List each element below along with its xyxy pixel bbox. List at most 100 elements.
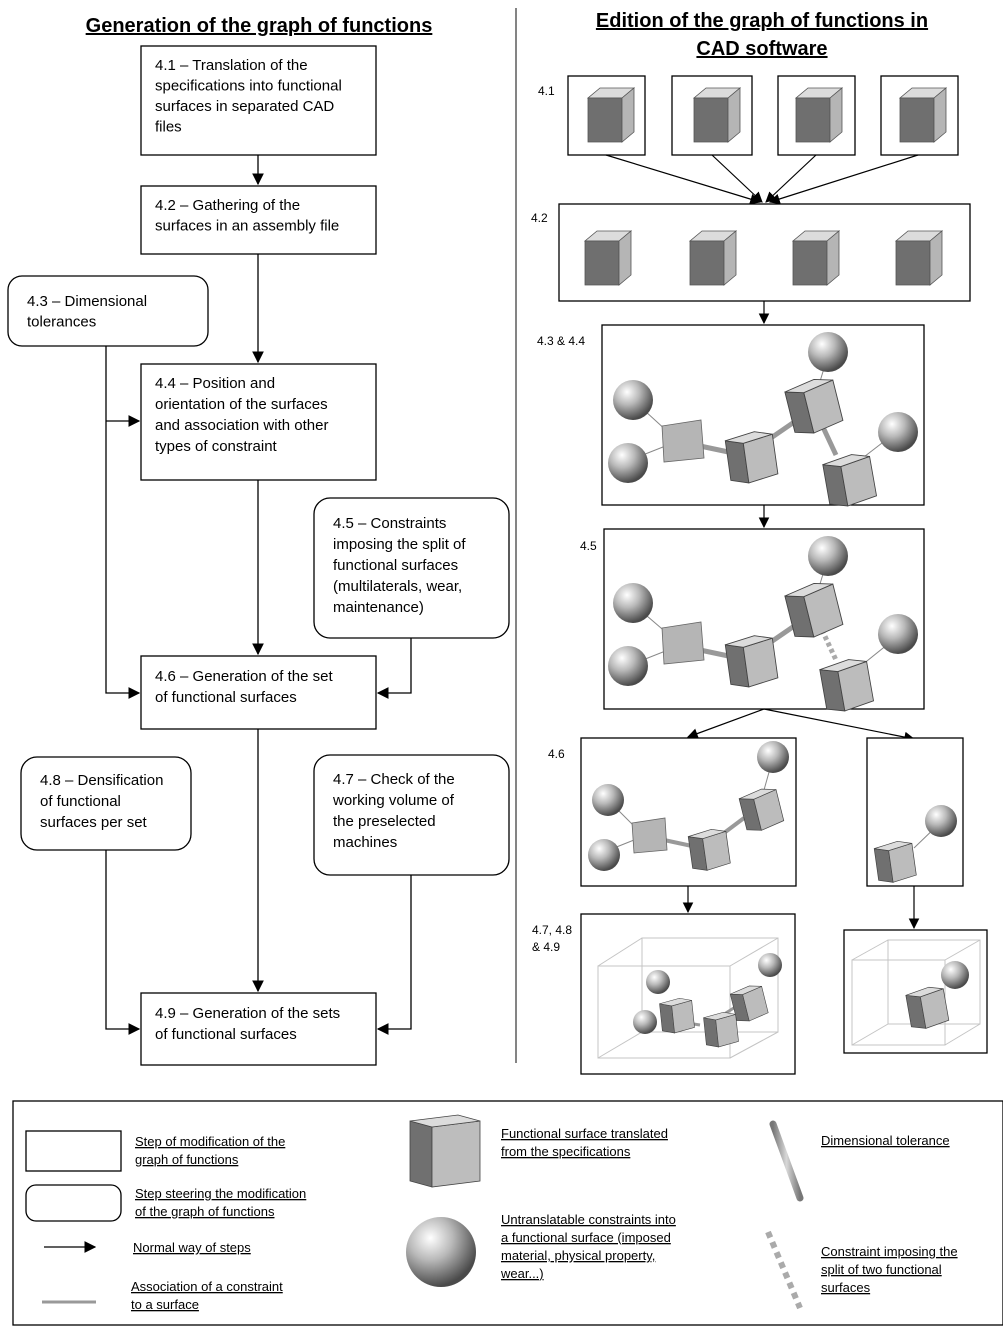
text-line: 4.2 – Gathering of the xyxy=(155,197,300,214)
constraint-sphere xyxy=(925,805,957,837)
constraint-sphere xyxy=(613,583,653,623)
arrows-4-1-to-4-2 xyxy=(605,154,919,205)
constraint-sphere xyxy=(878,412,918,452)
text-line: 4.5 – Constraints xyxy=(333,515,446,532)
text-line: a functional surface (imposed xyxy=(501,1230,671,1245)
legend-split-text: Constraint imposing the split of two func… xyxy=(821,1244,958,1295)
text-line: Association of a constraint xyxy=(131,1279,283,1294)
functional-surface-cube xyxy=(584,230,632,286)
legend-association-text: Association of a constraint to a surface xyxy=(131,1279,283,1312)
text-line: 4.6 – Generation of the set xyxy=(155,668,333,685)
constraint-sphere xyxy=(633,1010,657,1034)
label-4-3-4-4: 4.3 & 4.4 xyxy=(537,334,585,348)
cad-step-4-5 xyxy=(603,528,925,715)
text-line: surfaces xyxy=(821,1280,871,1295)
functional-surface-cube xyxy=(899,87,947,143)
text-line: orientation of the surfaces xyxy=(155,396,328,413)
legend-functional-surface-text: Functional surface translated from the sp… xyxy=(501,1126,668,1159)
left-title: Generation of the graph of functions xyxy=(86,15,433,37)
text-line: 4.5 xyxy=(580,539,597,553)
functional-surface-cube xyxy=(895,230,943,286)
text-line: 4.7, 4.8 xyxy=(532,923,572,937)
legend-split-symbol xyxy=(765,1230,803,1310)
text-line: wear...) xyxy=(500,1266,544,1281)
text-line: functional surfaces xyxy=(333,557,458,574)
text-line: Step steering the modification xyxy=(135,1186,306,1201)
text-line: Edition of the graph of functions in xyxy=(596,10,928,32)
legend-normal-way-text: Normal way of steps xyxy=(133,1240,251,1255)
label-4-7-4-8-4-9: 4.7, 4.8& 4.9 xyxy=(532,923,572,954)
label-4-5: 4.5 xyxy=(580,539,597,553)
step-4-6-box xyxy=(140,655,377,730)
text-line: Functional surface translated xyxy=(501,1126,668,1141)
text-line: Step of modification of the xyxy=(135,1134,285,1149)
cad-step-4-1 xyxy=(567,75,959,156)
cad-step-4-7-4-8-4-9 xyxy=(580,913,988,1075)
legend-step-mod-symbol xyxy=(25,1130,122,1172)
cad-step-4-3-4-4 xyxy=(601,324,925,510)
step-4-4-text: 4.4 – Position and orientation of the sur… xyxy=(155,375,328,455)
text-line: of the graph of functions xyxy=(135,1204,275,1219)
text-line: 4.4 – Position and xyxy=(155,375,275,392)
text-line: 4.1 – Translation of the xyxy=(155,57,308,74)
text-line: files xyxy=(155,119,182,136)
text-line: 4.3 – Dimensional xyxy=(27,293,147,310)
constraint-sphere xyxy=(588,839,620,871)
text-line: from the specifications xyxy=(501,1144,631,1159)
legend-tolerance-symbol xyxy=(769,1120,804,1202)
functional-surface-cube xyxy=(792,230,840,286)
text-line: imposing the split of xyxy=(333,536,466,553)
step-4-9-box xyxy=(140,992,377,1066)
text-line: material, physical property, xyxy=(501,1248,655,1263)
constraint-sphere xyxy=(808,536,848,576)
constraint-sphere xyxy=(646,970,670,994)
text-line: 4.3 & 4.4 xyxy=(537,334,585,348)
text-line: CAD software xyxy=(696,38,827,60)
text-line: Dimensional tolerance xyxy=(821,1133,950,1148)
text-line: 4.1 xyxy=(538,84,555,98)
label-4-6: 4.6 xyxy=(548,747,565,761)
text-line: surfaces in an assembly file xyxy=(155,218,339,235)
text-line: 4.6 xyxy=(548,747,565,761)
constraint-sphere xyxy=(757,741,789,773)
text-line: 4.9 – Generation of the sets xyxy=(155,1005,340,1022)
text-line: working volume of xyxy=(332,792,455,809)
constraint-sphere xyxy=(613,380,653,420)
functional-surface-cube xyxy=(693,87,741,143)
step-4-2-text: 4.2 – Gathering of the surfaces in an ass… xyxy=(155,197,339,235)
step-4-1-box xyxy=(140,45,377,156)
constraint-sphere xyxy=(608,443,648,483)
legend-step-steer-symbol xyxy=(25,1184,122,1222)
text-line: (multilaterals, wear, xyxy=(333,578,462,595)
text-line: graph of functions xyxy=(135,1152,239,1167)
label-4-1: 4.1 xyxy=(538,84,555,98)
constraint-sphere xyxy=(758,953,782,977)
text-line: split of two functional xyxy=(821,1262,942,1277)
text-line: and association with other xyxy=(155,417,328,434)
legend-frame xyxy=(12,1100,1003,1326)
text-line: surfaces per set xyxy=(40,814,148,831)
text-line: specifications into functional xyxy=(155,78,342,95)
text-line: surfaces in separated CAD xyxy=(155,98,334,115)
arrows-4-5-to-4-6 xyxy=(686,708,916,743)
step-4-3-box xyxy=(7,275,209,347)
legend-cube-symbol xyxy=(409,1114,481,1188)
legend-step-mod-text: Step of modification of the graph of func… xyxy=(135,1134,285,1167)
text-line: Constraint imposing the xyxy=(821,1244,958,1259)
constraint-sphere xyxy=(941,961,969,989)
text-line: to a surface xyxy=(131,1297,199,1312)
left-flow-arrows xyxy=(105,155,412,1035)
text-line: the preselected xyxy=(333,813,436,830)
label-4-2: 4.2 xyxy=(531,211,548,225)
text-line: machines xyxy=(333,834,397,851)
text-line: 4.8 – Densification xyxy=(40,772,163,789)
step-4-1-text: 4.1 – Translation of the specifications i… xyxy=(155,57,342,136)
step-4-5-text: 4.5 – Constraints imposing the split of fu… xyxy=(333,515,466,616)
text-line: types of constraint xyxy=(155,438,278,455)
text-line: Untranslatable constraints into xyxy=(501,1212,676,1227)
